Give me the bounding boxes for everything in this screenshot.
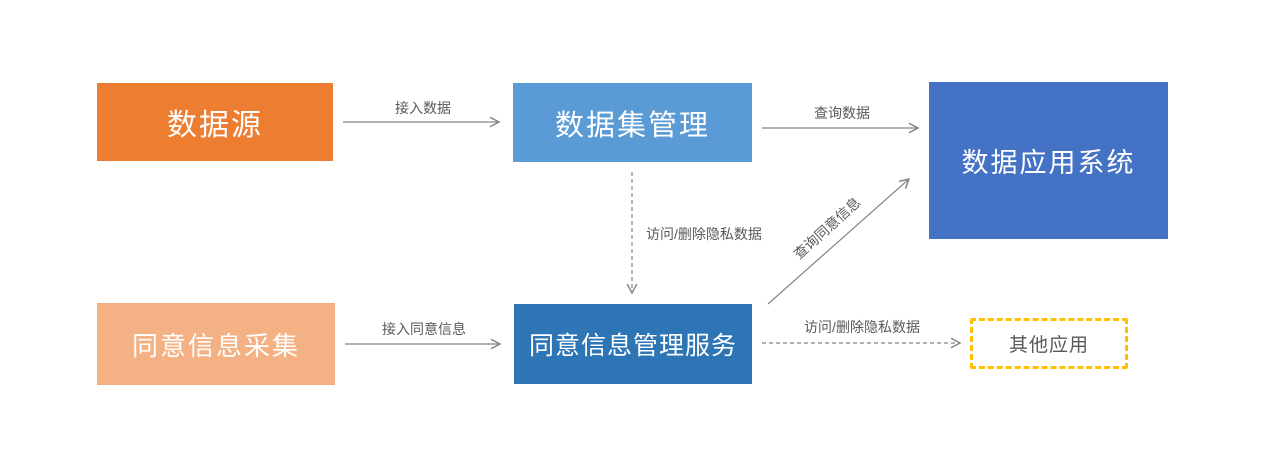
- node-data-source-label: 数据源: [167, 109, 263, 142]
- edge-label-ingest-data: 接入数据: [395, 100, 451, 116]
- node-other-applications-label: 其他应用: [1008, 335, 1089, 356]
- edge-label-access-delete-private-data-vertical: 访问/删除隐私数据: [646, 226, 762, 242]
- edge-query-consent-line: [767, 177, 911, 305]
- node-consent-info-collection: 同意信息采集: [97, 303, 335, 385]
- edge-label-ingest-consent: 接入同意信息: [382, 321, 466, 337]
- node-dataset-management: 数据集管理: [513, 83, 752, 162]
- node-data-source: 数据源: [97, 83, 333, 161]
- node-dataset-management-label: 数据集管理: [554, 109, 710, 142]
- node-consent-info-collection-label: 同意信息采集: [131, 330, 300, 361]
- edge-label-query-consent: 查询同意信息: [790, 193, 864, 263]
- node-data-application-system: 数据应用系统: [929, 82, 1168, 239]
- edge-label-query-data: 查询数据: [814, 105, 870, 121]
- node-other-applications: 其他应用: [970, 318, 1128, 369]
- node-consent-management-service: 同意信息管理服务: [514, 304, 752, 384]
- node-consent-management-service-label: 同意信息管理服务: [528, 332, 737, 360]
- edge-label-access-delete-private-data-horizontal: 访问/删除隐私数据: [804, 319, 920, 335]
- node-data-application-system-label: 数据应用系统: [961, 148, 1136, 178]
